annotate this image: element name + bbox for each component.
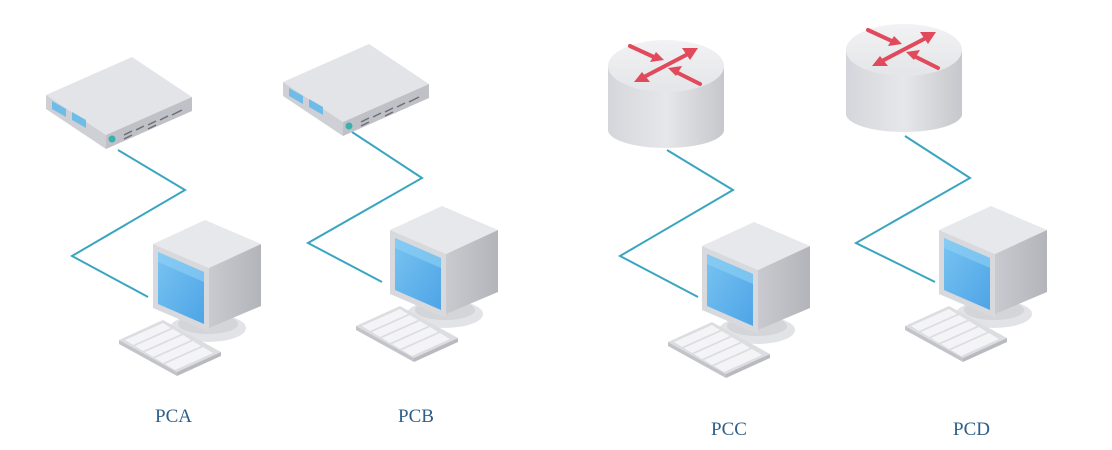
node-pcc (606, 38, 810, 378)
router-icon (844, 22, 964, 134)
computer-icon (119, 220, 261, 376)
computer-icon (905, 206, 1047, 362)
node-pcd (844, 22, 1047, 362)
label-pca: PCA (155, 406, 192, 427)
node-pcb (282, 43, 498, 362)
label-pcb: PCB (398, 406, 434, 427)
computer-icon (668, 222, 810, 378)
switch-icon (282, 43, 430, 137)
label-pcd: PCD (953, 419, 990, 440)
cable-pcc (617, 149, 735, 298)
computer-icon (356, 206, 498, 362)
cable-pcb (305, 131, 424, 283)
label-pcc: PCC (711, 419, 747, 440)
cables (69, 131, 972, 298)
cable-pcd (853, 135, 972, 283)
node-pca (45, 56, 261, 376)
switch-icon (45, 56, 193, 150)
router-icon (606, 38, 726, 150)
cable-pca (69, 149, 187, 298)
